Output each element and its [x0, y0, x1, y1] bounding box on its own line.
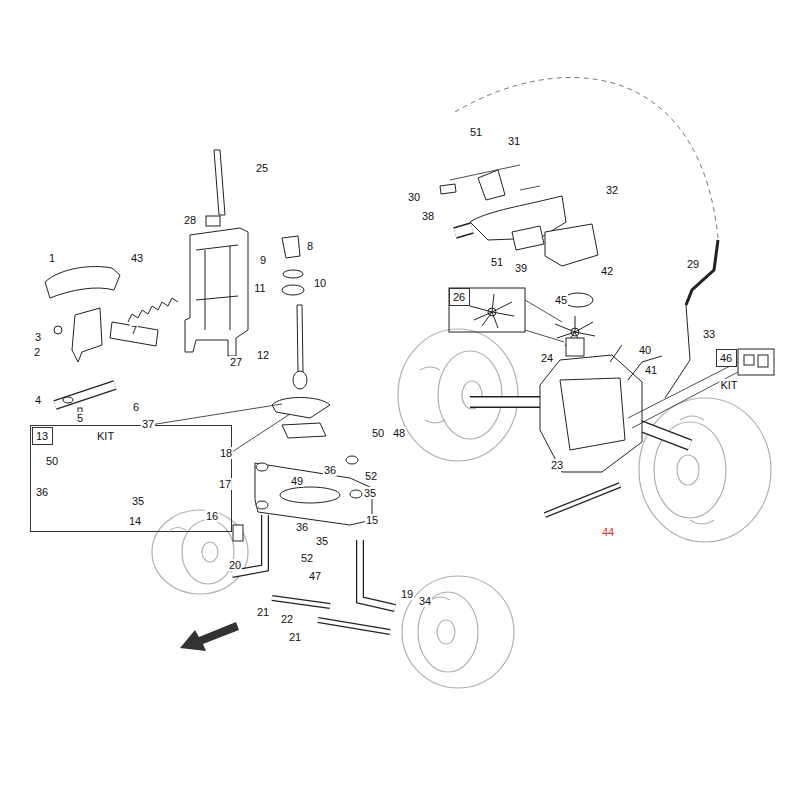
callout-number: 52 — [300, 552, 314, 564]
callout-number: 15 — [365, 514, 379, 526]
callout-number: 12 — [256, 349, 270, 361]
callout-number: 31 — [507, 135, 521, 147]
callout-number: 19 — [400, 588, 414, 600]
callout-number: 23 — [550, 459, 564, 471]
kit-label: KIT — [97, 430, 114, 442]
callout-number: 49 — [290, 475, 304, 487]
callout-number: 45 — [554, 294, 568, 306]
callout-number: 2 — [33, 346, 41, 358]
callout-number: 37 — [141, 418, 155, 430]
callout-number: 11 — [253, 282, 266, 294]
callout-number: 32 — [605, 184, 619, 196]
callout-number: 17 — [218, 478, 232, 490]
kit-label: KIT — [719, 379, 738, 391]
callout-number: 27 — [229, 356, 243, 368]
callout-number: 36 — [323, 464, 337, 476]
callout-number: 3 — [34, 331, 42, 343]
callout-number: 33 — [702, 328, 716, 340]
callout-number: 48 — [392, 427, 406, 439]
callout-number: 22 — [280, 613, 294, 625]
wheels — [152, 329, 771, 688]
tubes — [55, 228, 690, 632]
callout-number: 28 — [183, 214, 197, 226]
callout-number: 51 — [490, 256, 504, 268]
steering-parts — [185, 150, 372, 541]
reference-box: 13 — [32, 427, 53, 445]
callout-number: 24 — [540, 352, 554, 364]
callout-number: 50 — [371, 427, 385, 439]
callout-number: 18 — [219, 447, 233, 459]
callout-number: 46 — [720, 352, 733, 364]
callout-number: 13 — [36, 430, 49, 442]
callout-number: 35 — [363, 487, 377, 499]
callout-number: 21 — [288, 631, 302, 643]
callout-number: 34 — [418, 595, 432, 607]
leader-lines — [150, 77, 738, 452]
callout-number: 6 — [132, 401, 140, 413]
callout-number: 50 — [45, 455, 59, 467]
transaxle — [449, 288, 774, 472]
callout-number: 39 — [514, 262, 528, 274]
callout-number: 16 — [205, 510, 219, 522]
callout-number: 30 — [407, 191, 421, 203]
callout-number: 26 — [453, 291, 466, 303]
direction-arrow — [180, 622, 239, 651]
callout-number: 36 — [295, 521, 309, 533]
callout-number: 51 — [469, 126, 483, 138]
callout-number: 9 — [259, 254, 267, 266]
callout-number: 5 — [76, 412, 84, 424]
callout-number: 40 — [638, 344, 652, 356]
callout-number: 1 — [48, 252, 56, 264]
callout-number: 47 — [308, 570, 322, 582]
callout-number: 10 — [313, 277, 327, 289]
callout-number: 52 — [364, 470, 378, 482]
callout-number: 41 — [644, 364, 658, 376]
reference-box: 26 — [449, 288, 470, 306]
callout-number: 38 — [421, 210, 435, 222]
callout-number: 21 — [256, 606, 270, 618]
callout-number: 29 — [686, 258, 700, 270]
reference-box: 46 — [716, 349, 737, 367]
callout-number: 35 — [315, 535, 329, 547]
callout-number: 35 — [131, 495, 145, 507]
callout-number: 14 — [128, 515, 142, 527]
callout-number: 4 — [34, 394, 42, 406]
callout-number: 42 — [600, 265, 614, 277]
callout-number: 36 — [35, 486, 49, 498]
callout-number: 8 — [306, 240, 314, 252]
pedal-parts — [45, 170, 598, 416]
callout-number: 20 — [228, 559, 242, 571]
callout-number: 7 — [130, 324, 138, 336]
callout-number: 43 — [130, 252, 144, 264]
callout-number: 44 — [601, 526, 615, 538]
callout-number: 25 — [255, 162, 269, 174]
